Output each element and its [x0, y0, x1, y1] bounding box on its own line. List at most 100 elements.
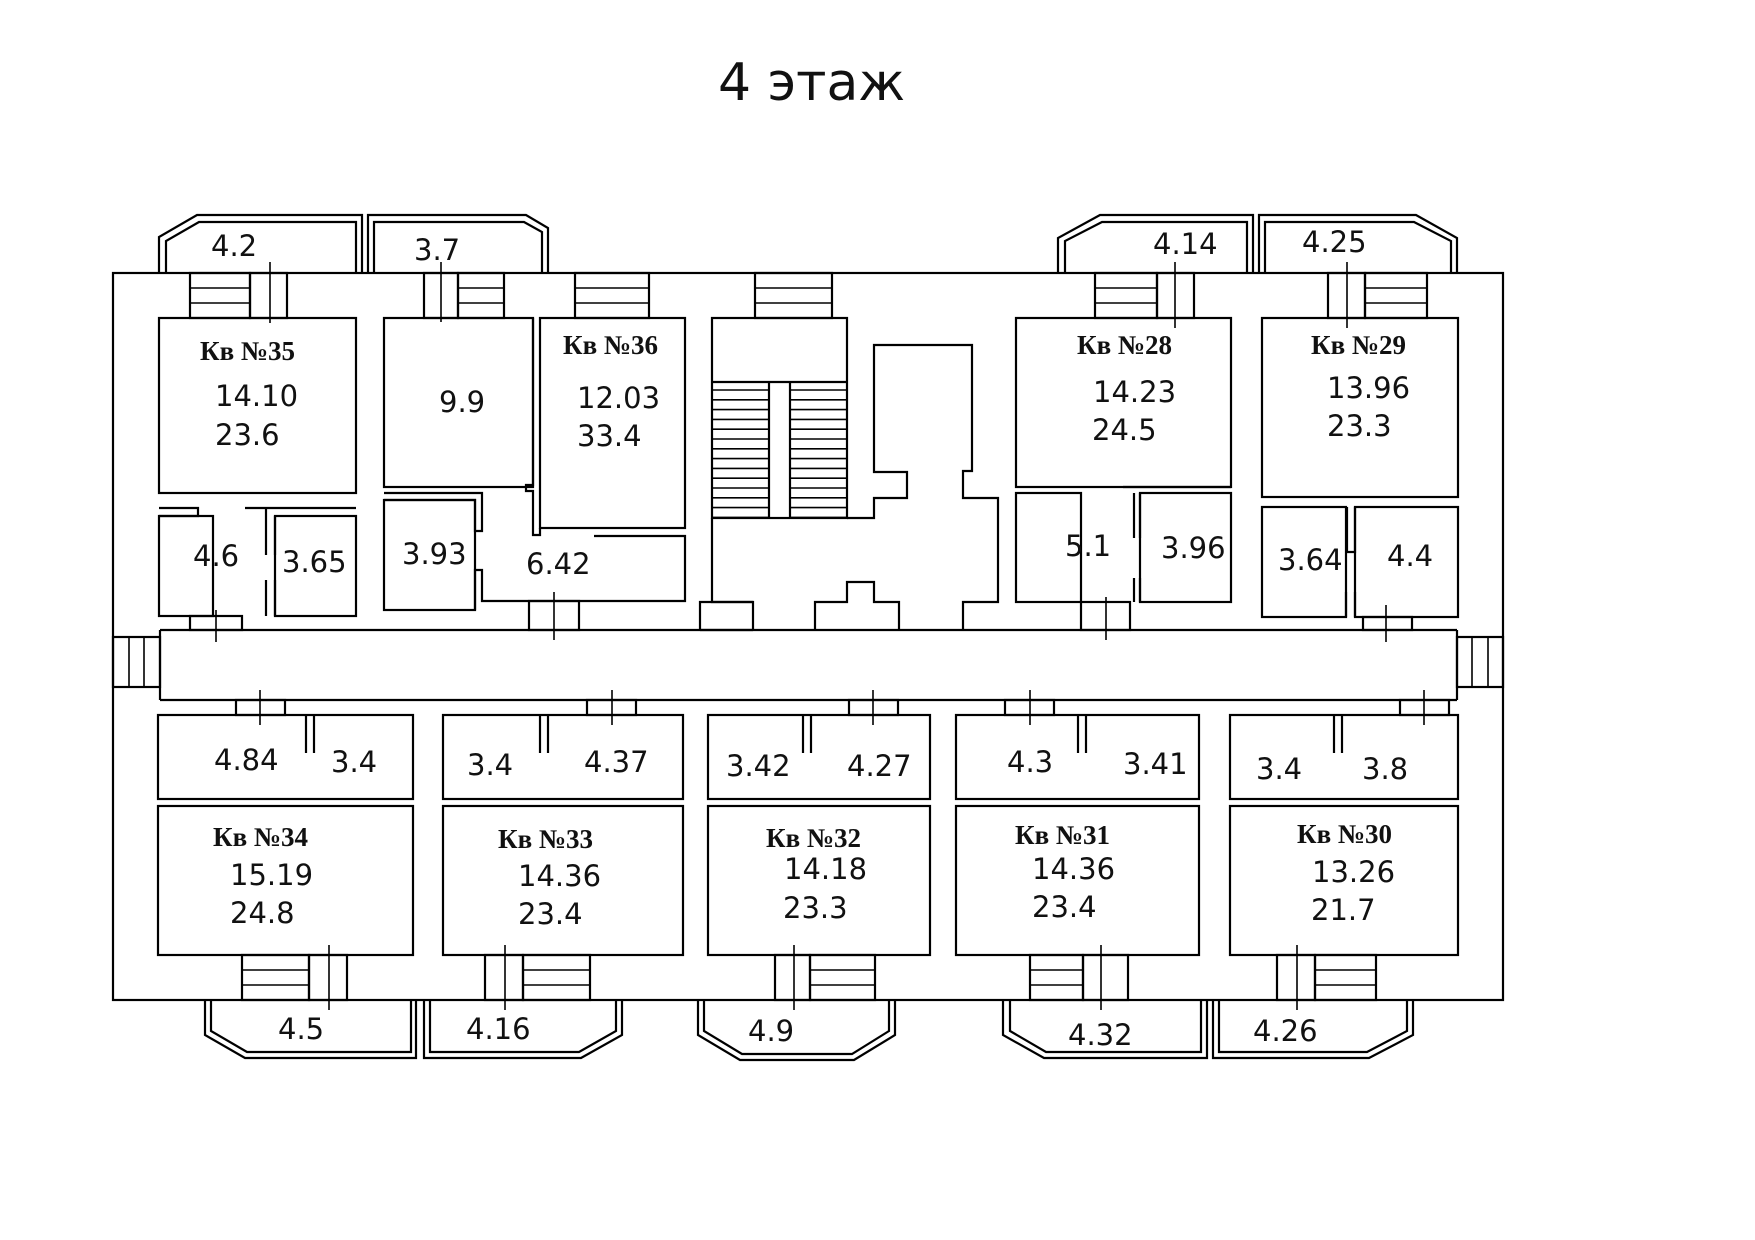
balcony-area: 4.32	[1068, 1018, 1133, 1052]
wall	[159, 506, 200, 518]
apartment-label: Кв №29	[1311, 330, 1406, 360]
balcony	[1008, 1000, 1203, 1054]
apartment-35[interactable]: Кв №35 14.10 23.6 4.6 3.65 4.2	[193, 229, 347, 579]
balcony-area: 4.5	[278, 1012, 324, 1046]
room	[706, 713, 932, 801]
living-area: 14.36	[1032, 852, 1115, 886]
wall	[524, 318, 542, 537]
apartment-label: Кв №33	[498, 824, 593, 854]
balcony	[422, 1000, 624, 1060]
window	[1028, 953, 1085, 1002]
living-area: 14.18	[784, 852, 867, 886]
room-area: 3.93	[402, 537, 467, 571]
total-area: 23.3	[1327, 409, 1392, 443]
room	[273, 514, 358, 618]
window	[188, 271, 252, 320]
total-area: 24.8	[230, 896, 295, 930]
total-area: 23.4	[518, 897, 583, 931]
living-area: 14.10	[215, 379, 298, 413]
room-area: 3.96	[1161, 531, 1226, 565]
room-area: 4.27	[847, 749, 912, 783]
total-area: 24.5	[1092, 413, 1157, 447]
room-area: 3.42	[726, 749, 791, 783]
total-area: 23.3	[783, 891, 848, 925]
balcony	[702, 1000, 891, 1056]
apartment-30[interactable]: Кв №30 13.26 21.7 3.4 3.8 4.26	[1253, 752, 1408, 1048]
living-area: 15.19	[230, 858, 313, 892]
wall	[847, 343, 1000, 630]
end-stair	[1455, 635, 1505, 689]
apartment-32[interactable]: Кв №32 14.18 23.3 3.42 4.27 4.9	[726, 749, 912, 1048]
window	[1093, 271, 1159, 320]
balcony	[366, 213, 550, 273]
room	[1228, 713, 1460, 801]
balcony	[1056, 213, 1255, 273]
room	[382, 498, 477, 612]
room	[157, 514, 215, 618]
balcony-area: 4.9	[748, 1014, 794, 1048]
balcony	[203, 1000, 418, 1060]
apartment-label: Кв №34	[213, 822, 308, 852]
living-area: 12.03	[577, 381, 660, 415]
total-area: 33.4	[577, 419, 642, 453]
living-area: 13.96	[1327, 371, 1410, 405]
apartment-label: Кв №31	[1015, 820, 1110, 850]
balcony	[1263, 220, 1453, 273]
apartment-label: Кв №28	[1077, 330, 1172, 360]
door	[1081, 953, 1130, 1002]
room	[441, 713, 685, 801]
door	[248, 271, 289, 320]
room-area: 4.3	[1007, 745, 1053, 779]
room-area: 6.42	[526, 547, 591, 581]
apartment-label: Кв №36	[563, 330, 658, 360]
room-area: 9.9	[439, 385, 485, 419]
balcony	[372, 220, 544, 273]
window	[753, 271, 834, 320]
balcony-area: 4.14	[1153, 227, 1218, 261]
apartment-36[interactable]: Кв №36 12.03 33.4 9.9 3.93 6.42 3.7	[402, 233, 660, 581]
total-area: 21.7	[1311, 893, 1376, 927]
room	[1260, 505, 1348, 619]
balcony	[1217, 1000, 1409, 1054]
apartment-29[interactable]: Кв №29 13.96 23.3 3.64 4.4 4.25	[1278, 225, 1433, 577]
room-area: 4.84	[214, 743, 279, 777]
door	[1361, 615, 1414, 632]
apartment-label: Кв №32	[766, 823, 861, 853]
room-area: 3.65	[282, 545, 347, 579]
wall	[1345, 507, 1357, 554]
floor-title: 4 этаж	[718, 53, 905, 113]
window	[1313, 953, 1378, 1002]
room-area: 4.6	[193, 539, 239, 573]
room	[1138, 491, 1233, 604]
room-area: 5.1	[1065, 529, 1111, 563]
door	[1275, 953, 1317, 1002]
apartment-31[interactable]: Кв №31 14.36 23.4 4.3 3.41 4.32	[1007, 745, 1188, 1052]
room-area: 3.4	[467, 748, 513, 782]
room-area: 3.41	[1123, 747, 1188, 781]
balcony	[164, 220, 358, 273]
room-area: 4.4	[1387, 539, 1433, 573]
total-area: 23.6	[215, 418, 280, 452]
balcony	[428, 1000, 618, 1054]
balcony	[1001, 1000, 1209, 1060]
apartment-label: Кв №35	[200, 336, 295, 366]
room-area: 4.37	[584, 745, 649, 779]
apartment-33[interactable]: Кв №33 14.36 23.4 3.4 4.37 4.16	[466, 745, 649, 1046]
balcony	[1063, 220, 1249, 273]
balcony	[209, 1000, 413, 1054]
balcony	[696, 1000, 897, 1062]
walls	[111, 213, 1505, 1062]
room	[1014, 491, 1083, 604]
apartment-28[interactable]: Кв №28 14.23 24.5 5.1 3.96 4.14	[1065, 227, 1226, 565]
window	[456, 271, 506, 320]
apartment-label: Кв №30	[1297, 819, 1392, 849]
door	[307, 953, 349, 1002]
wall	[813, 580, 901, 630]
living-area: 14.23	[1093, 375, 1176, 409]
balcony-area: 4.25	[1302, 225, 1367, 259]
apartment-34[interactable]: Кв №34 15.19 24.8 4.84 3.4 4.5	[213, 743, 377, 1046]
balcony-area: 3.7	[414, 233, 460, 267]
balcony	[157, 213, 364, 273]
window	[573, 271, 651, 320]
